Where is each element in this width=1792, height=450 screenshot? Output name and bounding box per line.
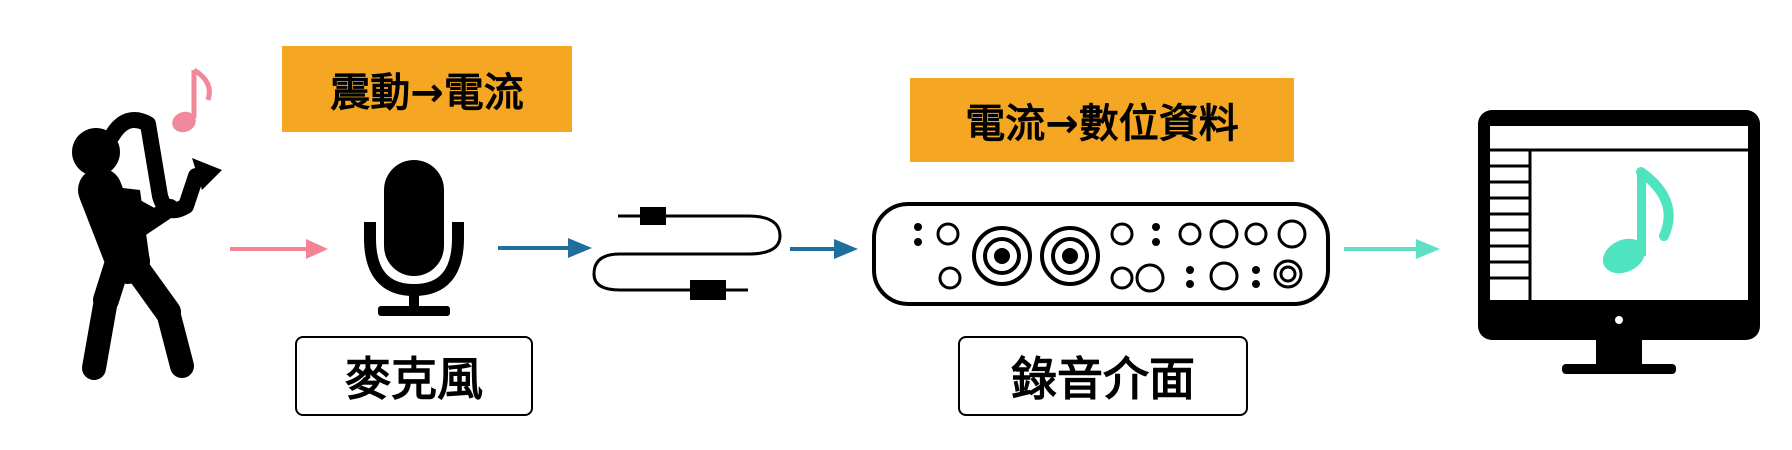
arrow-cable-to-interface <box>790 239 858 259</box>
arrow-interface-to-computer <box>1344 239 1440 259</box>
music-note-icon <box>172 67 212 133</box>
interface-conversion-text: 電流→數位資料 <box>965 101 1239 147</box>
mic-conversion-text: 震動→電流 <box>330 70 524 116</box>
mic-conversion-tag: 震動→電流 <box>282 46 572 132</box>
saxophone-player-icon <box>72 112 222 380</box>
interface-conversion-tag: 電流→數位資料 <box>910 78 1294 162</box>
audio-interface-label-text: 錄音介面 <box>1011 352 1195 406</box>
microphone-label-text: 麥克風 <box>345 352 483 406</box>
cable-icon <box>592 207 782 300</box>
microphone-icon <box>364 160 464 316</box>
arrow-sax-to-mic <box>230 239 328 259</box>
screen-music-note-icon <box>1602 167 1674 274</box>
audio-interface-label: 錄音介面 <box>958 336 1248 416</box>
audio-interface-icon <box>872 202 1330 306</box>
arrow-mic-to-cable <box>498 238 592 258</box>
microphone-label: 麥克風 <box>295 336 533 416</box>
